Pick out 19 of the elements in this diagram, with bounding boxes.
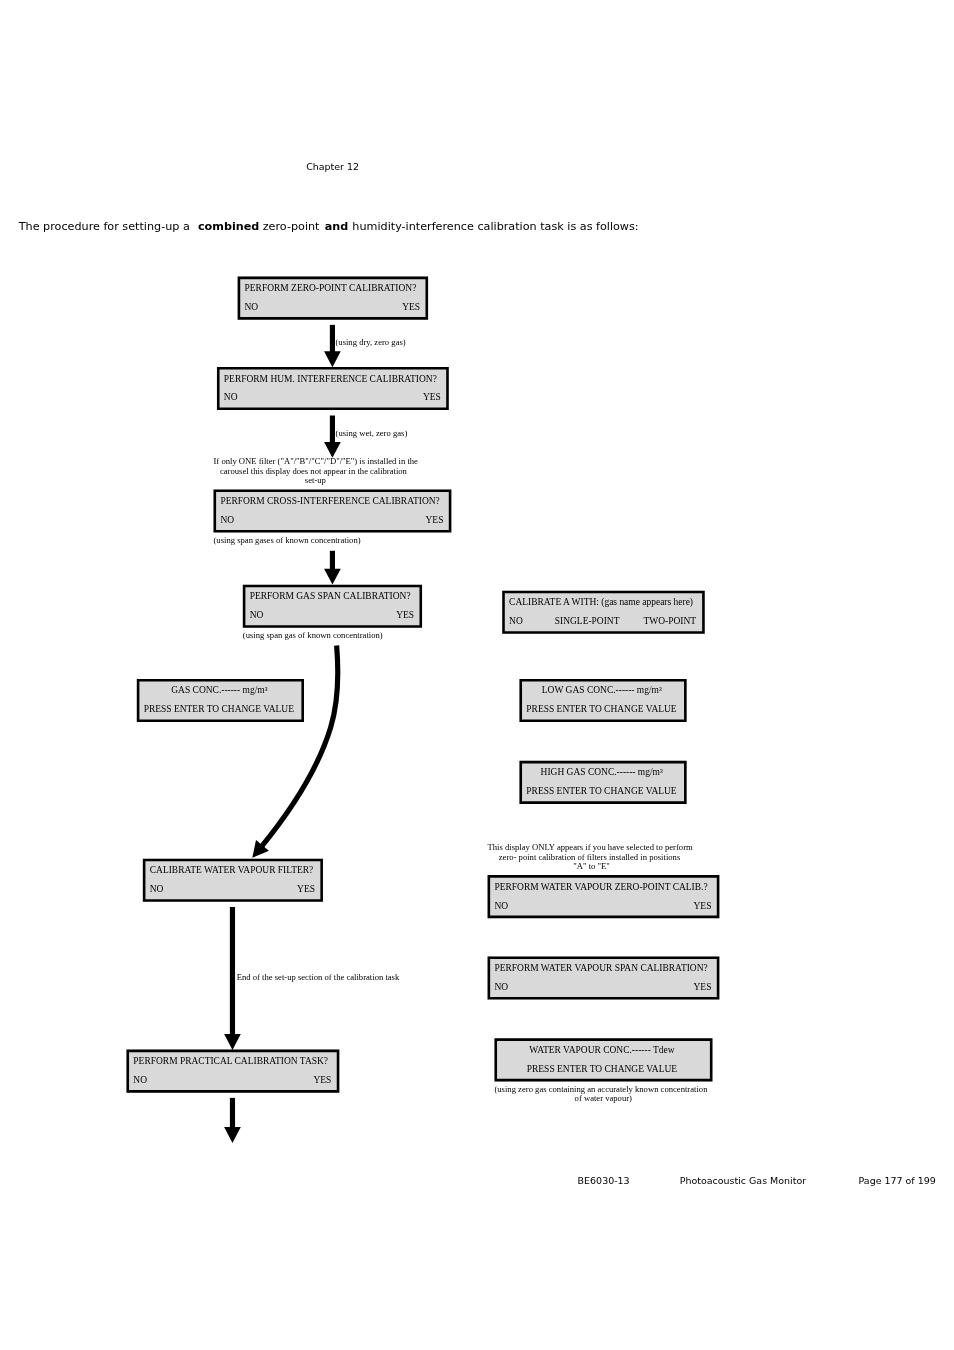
arrow	[324, 415, 341, 458]
arrow	[324, 324, 341, 368]
node-label: (using span gas of known concentration)	[242, 630, 383, 641]
label: BE6030-13	[577, 1175, 630, 1187]
node-label: This display ONLY appears if you have selected to perform zero- point calibration of filters installed in positions "A" to "E"	[487, 842, 693, 872]
node-label: (using span gases of known concentration)	[213, 534, 361, 545]
node-label: If only ONE filter ("A"/"B"/"C"/"D"/"E") is installed in the carousel this display does not appear in the calibration set-up	[213, 456, 418, 486]
label: Photoacoustic Gas Monitor	[679, 1175, 807, 1187]
arrow	[224, 907, 241, 1050]
edge-label: End of the set-up section of the calibration task	[236, 972, 400, 983]
arrow	[324, 550, 341, 585]
node-label: (using zero gas containing an accurately known concentration of water vapour)	[494, 1083, 708, 1104]
edge-label: (using wet, zero gas)	[335, 427, 408, 438]
edge-label: (using dry, zero gas)	[335, 337, 406, 348]
label: Chapter 12	[306, 161, 360, 173]
arrow	[224, 1097, 241, 1143]
label: The procedure for setting-up a combined zero-point and humidity-interference calibration task is as follows:	[18, 219, 639, 233]
label: Page 177 of 199	[858, 1175, 936, 1187]
arrow	[252, 645, 341, 858]
